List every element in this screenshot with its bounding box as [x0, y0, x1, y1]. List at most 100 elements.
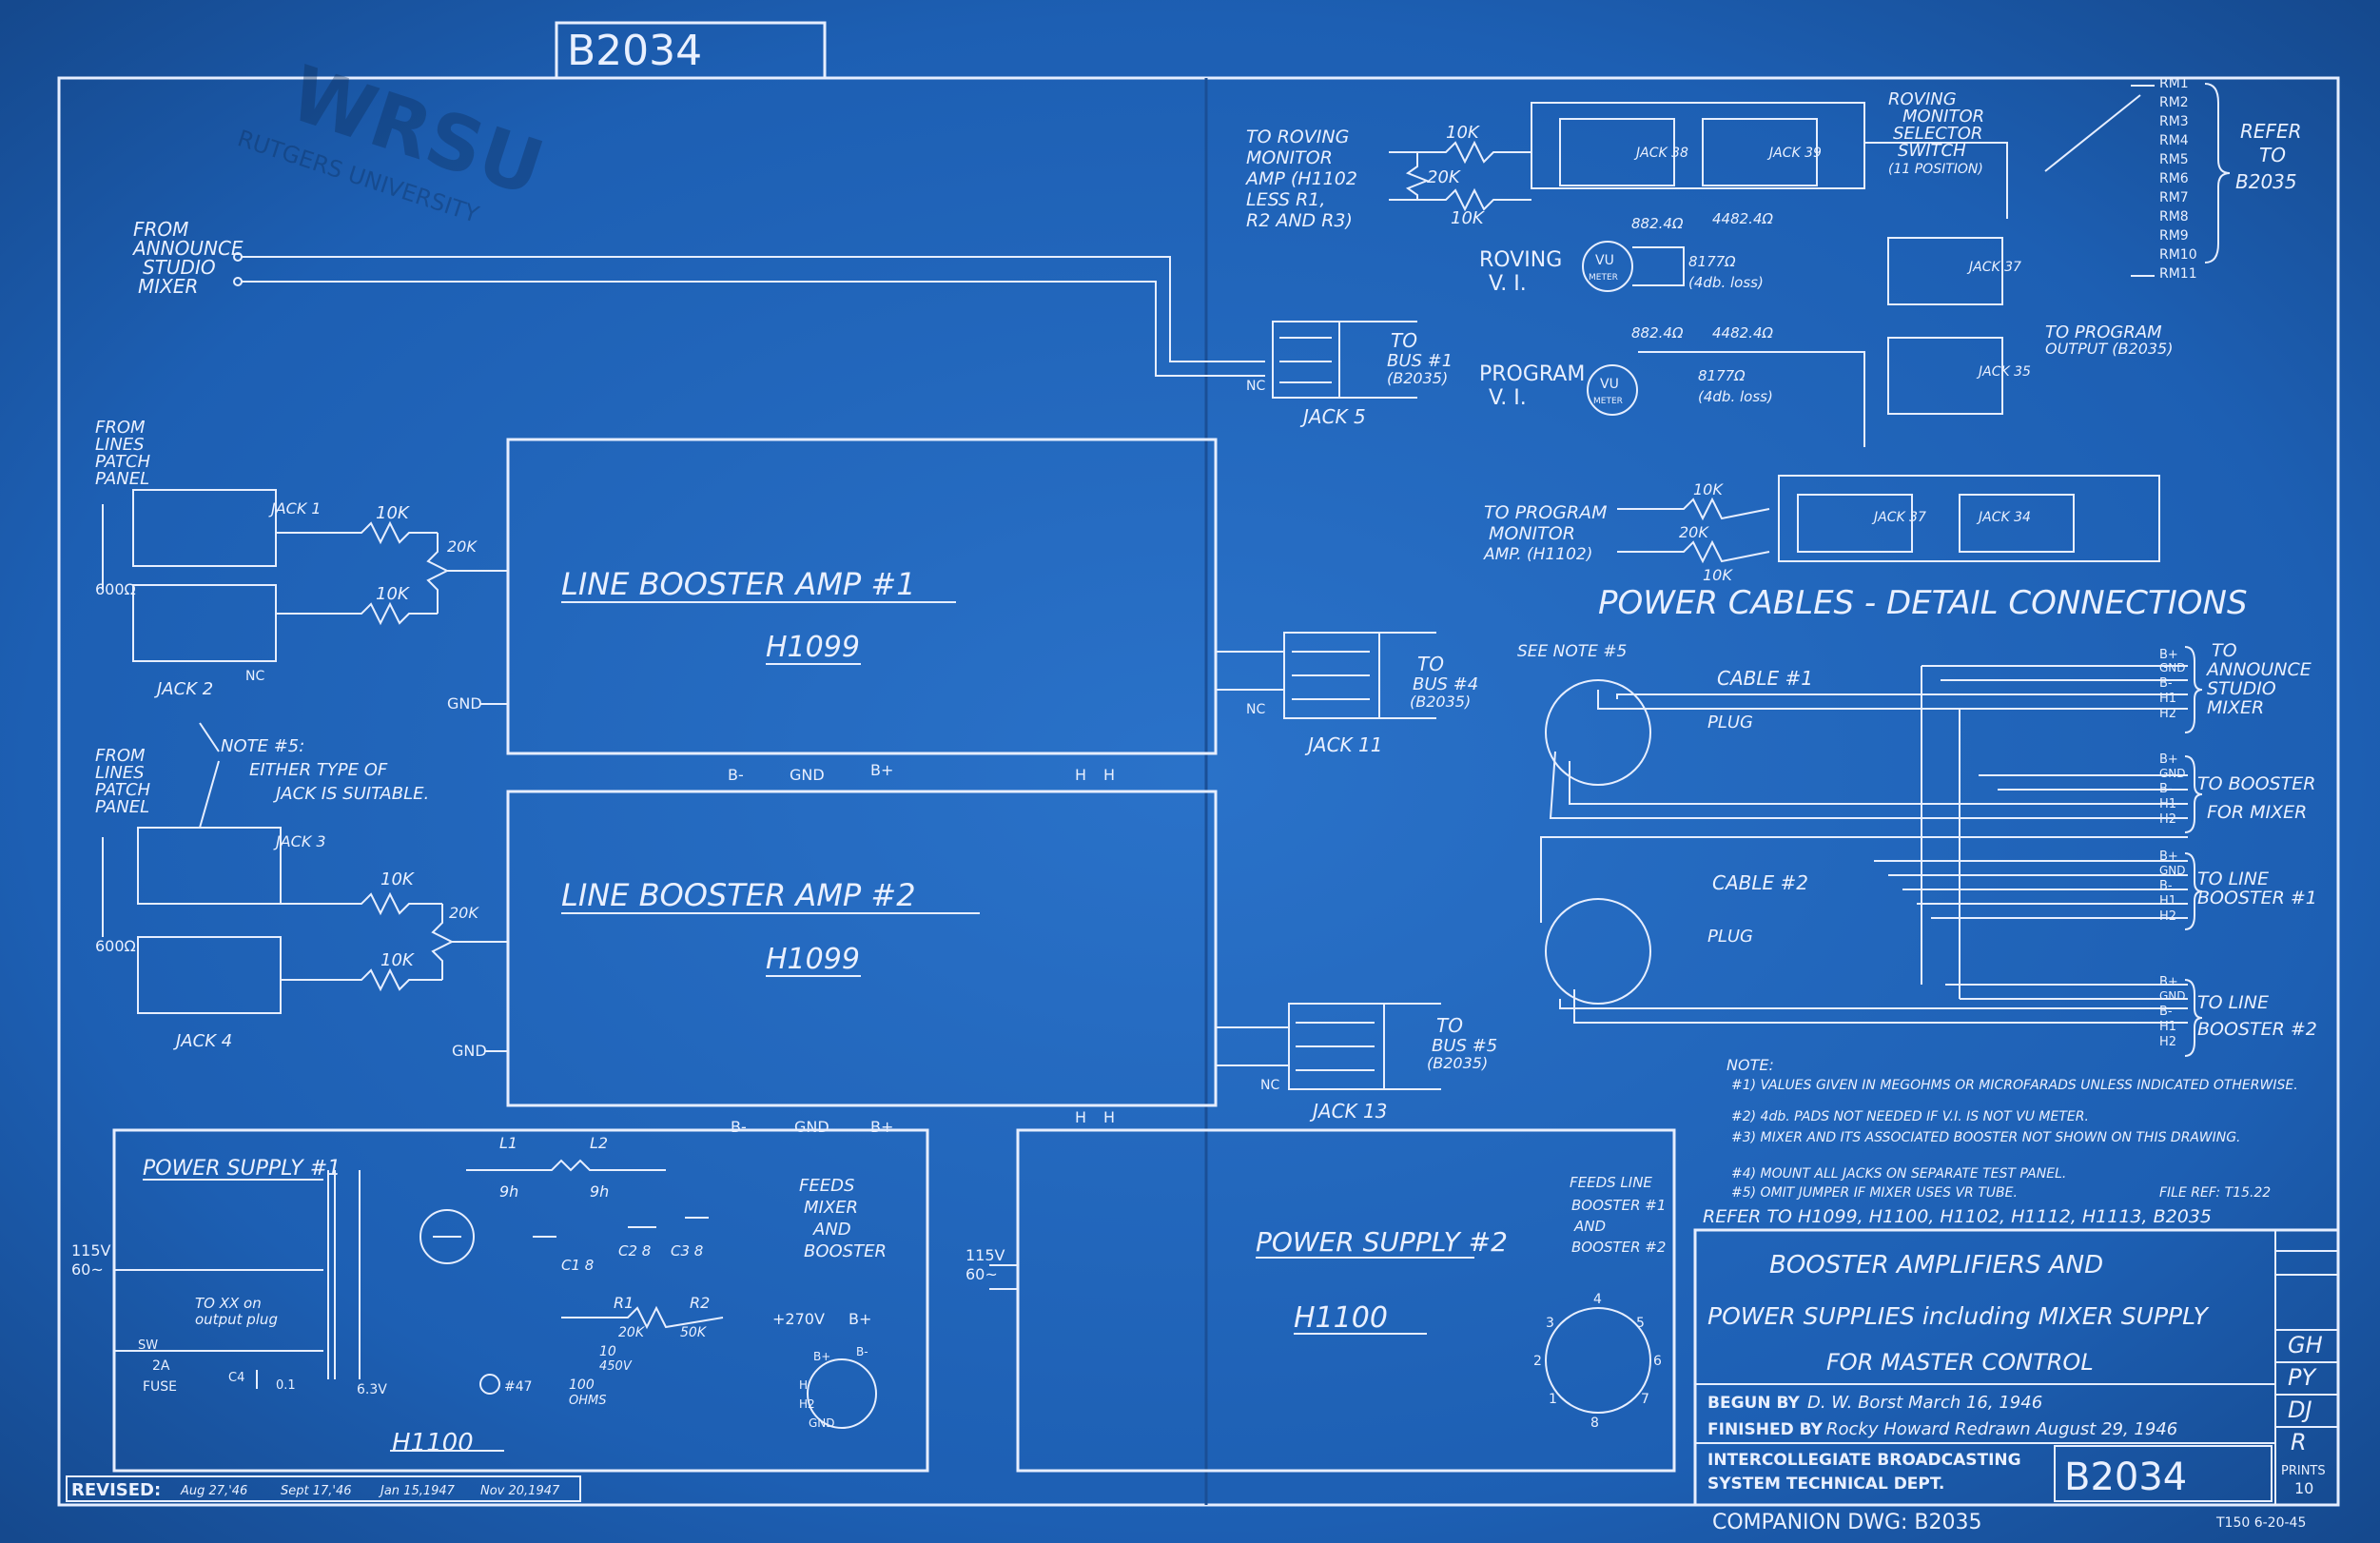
svg-text:SWITCH: SWITCH — [1898, 141, 1966, 161]
svg-text:METER: METER — [1589, 273, 1618, 283]
svg-text:10K: 10K — [376, 584, 410, 604]
svg-text:JACK 37: JACK 37 — [1871, 510, 1926, 525]
svg-text:Aug 27,'46: Aug 27,'46 — [180, 1484, 247, 1498]
svg-text:OUTPUT (B2035): OUTPUT (B2035) — [2045, 340, 2173, 358]
svg-text:LINES: LINES — [95, 763, 145, 783]
svg-text:METER: METER — [1593, 397, 1623, 406]
svg-text:B-: B- — [2159, 782, 2173, 796]
svg-text:CABLE #1: CABLE #1 — [1717, 667, 1813, 690]
svg-text:10K: 10K — [380, 869, 415, 889]
svg-text:JACK 2: JACK 2 — [154, 679, 213, 699]
lines-patch-input-2: FROM LINES PATCH PANEL 600Ω JACK 3 JACK … — [95, 746, 508, 1051]
svg-text:FEEDS: FEEDS — [799, 1176, 854, 1196]
svg-text:VU: VU — [1595, 253, 1614, 268]
svg-text:PANEL: PANEL — [95, 469, 149, 489]
svg-text:H: H — [1075, 766, 1086, 784]
ps2-output-socket-icon: 4 3 2 1 5 6 7 8 — [1533, 1292, 1662, 1431]
power-cables-detail: POWER CABLES - DETAIL CONNECTIONS SEE NO… — [1517, 584, 2317, 1057]
power-supply-2: 115V 60~ POWER SUPPLY #2 H1100 FEEDS LIN… — [966, 1128, 1676, 1473]
svg-text:GND: GND — [447, 694, 482, 713]
svg-text:B-: B- — [2159, 676, 2173, 691]
svg-text:REFER: REFER — [2240, 120, 2302, 143]
svg-text:B-: B- — [856, 1345, 868, 1358]
svg-text:B+: B+ — [2159, 752, 2178, 767]
svg-text:5: 5 — [1636, 1316, 1645, 1331]
svg-text:#5) OMIT JUMPER IF MIXER USES: #5) OMIT JUMPER IF MIXER USES VR TUBE. — [1731, 1185, 2018, 1201]
svg-text:V. I.: V. I. — [1489, 272, 1527, 296]
svg-text:Nov 20,1947: Nov 20,1947 — [480, 1484, 560, 1498]
svg-text:JACK 39: JACK 39 — [1766, 146, 1822, 161]
svg-text:H1100: H1100 — [392, 1429, 474, 1457]
svg-text:L1: L1 — [499, 1134, 517, 1152]
svg-text:(11 POSITION): (11 POSITION) — [1888, 162, 1983, 177]
svg-text:TO LINE: TO LINE — [2197, 992, 2269, 1013]
drawing-title-1: BOOSTER AMPLIFIERS AND — [1769, 1251, 2103, 1279]
svg-text:7: 7 — [1641, 1392, 1649, 1407]
svg-text:PLUG: PLUG — [1707, 713, 1753, 732]
svg-text:TO ROVING: TO ROVING — [1246, 127, 1349, 147]
line-booster-amp-1: LINE BOOSTER AMP #1 H1099 GND B- GND B+ … — [447, 438, 1218, 784]
tab-number: B2034 — [567, 27, 702, 75]
svg-text:20K: 20K — [1427, 167, 1461, 187]
svg-text:10K: 10K — [1693, 480, 1724, 498]
svg-text:(4db. loss): (4db. loss) — [1688, 274, 1764, 291]
svg-text:C2 8: C2 8 — [618, 1242, 651, 1260]
svg-text:B+: B+ — [2159, 975, 2178, 989]
svg-text:GND: GND — [809, 1416, 835, 1430]
note5-annotation: NOTE #5: EITHER TYPE OF JACK IS SUITABLE… — [199, 722, 429, 829]
svg-text:H2: H2 — [2159, 707, 2176, 721]
svg-text:POWER SUPPLY #1: POWER SUPPLY #1 — [143, 1157, 341, 1181]
svg-text:TO: TO — [1436, 1014, 1463, 1037]
svg-text:LINES: LINES — [95, 435, 145, 455]
svg-text:JACK IS SUITABLE.: JACK IS SUITABLE. — [273, 784, 429, 804]
svg-text:V. I.: V. I. — [1489, 386, 1527, 410]
svg-text:PRINTS: PRINTS — [2281, 1464, 2326, 1478]
svg-text:R: R — [2291, 1429, 2307, 1455]
svg-text:RM7: RM7 — [2159, 190, 2189, 205]
svg-text:CABLE #2: CABLE #2 — [1712, 871, 1808, 894]
svg-text:BEGUN BY: BEGUN BY — [1707, 1394, 1801, 1413]
svg-text:D. W. Borst March 16, 1946: D. W. Borst March 16, 1946 — [1807, 1393, 2042, 1413]
svg-text:H1: H1 — [2159, 894, 2176, 908]
svg-text:STUDIO: STUDIO — [143, 256, 216, 279]
svg-text:TO: TO — [2212, 640, 2237, 661]
svg-text:20K: 20K — [618, 1325, 646, 1340]
svg-text:B-: B- — [2159, 1005, 2173, 1019]
svg-text:MIXER: MIXER — [2207, 697, 2264, 718]
svg-text:6: 6 — [1653, 1354, 1662, 1369]
svg-text:3: 3 — [1546, 1316, 1554, 1331]
svg-text:B-: B- — [2159, 879, 2173, 893]
svg-text:B+: B+ — [2159, 648, 2178, 662]
notes-block: NOTE: #1) VALUES GIVEN IN MEGOHMS OR MIC… — [1703, 1056, 2298, 1227]
svg-text:JACK 11: JACK 11 — [1304, 733, 1382, 756]
roving-monitor-network: TO ROVING MONITOR AMP (H1102 LESS R1, R2… — [1244, 89, 2141, 305]
svg-text:20K: 20K — [1679, 523, 1709, 541]
svg-text:BUS #4: BUS #4 — [1413, 674, 1478, 694]
svg-text:50K: 50K — [680, 1325, 708, 1340]
svg-text:NC: NC — [1246, 379, 1265, 394]
svg-text:FINISHED BY: FINISHED BY — [1707, 1420, 1824, 1439]
svg-text:GND: GND — [2159, 767, 2186, 780]
svg-text:RM9: RM9 — [2159, 228, 2189, 244]
svg-text:H1100: H1100 — [1294, 1301, 1388, 1335]
svg-text:SELECTOR: SELECTOR — [1893, 124, 1982, 144]
svg-text:NOTE:: NOTE: — [1726, 1056, 1774, 1074]
svg-text:10: 10 — [2294, 1479, 2313, 1497]
program-vu-meter-icon — [1587, 364, 1638, 416]
svg-text:RM6: RM6 — [2159, 171, 2189, 186]
form-code: T150 6-20-45 — [2215, 1515, 2306, 1531]
svg-text:4482.4Ω: 4482.4Ω — [1712, 210, 1773, 227]
ps1-output-socket-icon: B+ H B- H2 GND — [799, 1345, 877, 1430]
power-supply-1: POWER SUPPLY #1 115V 60~ SW 2A FUSE TO X… — [71, 1128, 929, 1473]
svg-text:PATCH: PATCH — [95, 780, 151, 800]
svg-text:#2) 4db. PADS NOT NEEDED IF V.: #2) 4db. PADS NOT NEEDED IF V.I. IS NOT … — [1731, 1109, 2089, 1124]
svg-text:EITHER TYPE OF: EITHER TYPE OF — [249, 760, 388, 780]
svg-text:NC: NC — [1246, 702, 1265, 717]
line-booster-amp-2: LINE BOOSTER AMP #2 H1099 GND B- GND B+ … — [452, 790, 1218, 1136]
svg-text:Rocky Howard Redrawn August: Rocky Howard Redrawn August 29, 1946 — [1826, 1419, 2177, 1439]
svg-text:0.1: 0.1 — [276, 1378, 296, 1393]
svg-text:REVISED:: REVISED: — [71, 1480, 161, 1500]
svg-text:8177Ω: 8177Ω — [1688, 253, 1736, 270]
svg-text:JACK 4: JACK 4 — [173, 1031, 232, 1051]
svg-text:RM11: RM11 — [2159, 266, 2197, 282]
